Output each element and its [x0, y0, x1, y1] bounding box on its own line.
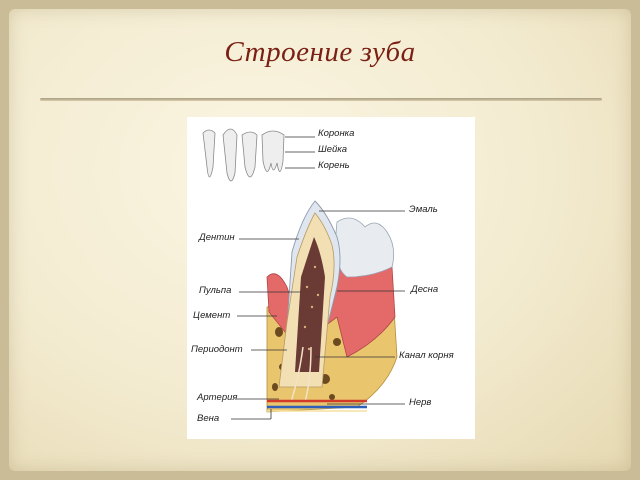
label-cement: Цемент [193, 310, 231, 321]
label-artery: Артерия [197, 392, 238, 403]
title-divider [40, 98, 602, 101]
tooth-illustration [202, 128, 405, 420]
incisor-small [202, 129, 216, 178]
root-canal-nerve [290, 346, 304, 403]
pulp-chamber [295, 237, 325, 372]
label-periodontium: Периодонт [191, 344, 243, 355]
label-nerve: Нерв [409, 397, 432, 408]
label-neck: Шейка [318, 144, 348, 155]
label-vein: Вена [197, 413, 220, 424]
label-crown: Коронка [318, 128, 355, 139]
small-teeth-leaders [285, 136, 315, 169]
pulp-speckles [303, 265, 320, 351]
small-teeth-row [202, 128, 285, 182]
neighbor-tooth [335, 217, 395, 278]
slide-title: Строение зуба [224, 36, 416, 68]
tooth-diagram: Коронка Шейка Корень Эмаль Дентин Пульпа… [187, 117, 475, 439]
label-root: Корень [318, 160, 350, 171]
label-pulp: Пульпа [199, 285, 232, 296]
molar-small [261, 130, 285, 172]
leader-lines [231, 210, 405, 420]
canine-small [222, 128, 238, 182]
premolar-small [241, 131, 258, 178]
label-dentin: Дентин [199, 232, 235, 243]
label-gum: Десна [411, 284, 439, 295]
label-enamel: Эмаль [409, 204, 438, 215]
label-root-canal: Канал корня [399, 350, 454, 361]
